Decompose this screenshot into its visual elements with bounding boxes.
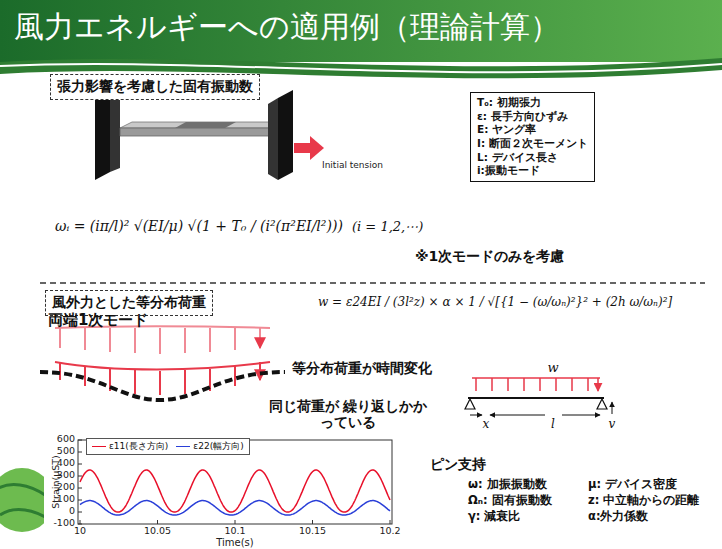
chart-legend: ε11(長さ方向) ε22(幅方向) [86, 438, 250, 455]
symbol-definition: α:外力係数 [588, 510, 649, 523]
section-divider [40, 282, 705, 284]
node-text: I: 断面２次モーメント [477, 137, 588, 151]
symbol-definition: γ: 減衰比 [468, 510, 520, 523]
node-text: E: ヤング率 [477, 123, 588, 137]
symbol-definition: ω: 加振振動数 [468, 478, 547, 491]
formula: ωᵢ = (iπ/l)² √(EI/μ) √(1 + T₀ / (i²(π²EI… [55, 218, 343, 234]
node-text: T₀: 初期張力 [477, 96, 588, 110]
node-text: 張力影響を考慮した固有振動数 [57, 78, 253, 96]
tick-label: -100 [53, 518, 75, 529]
symbol-definition: z: 中立軸からの距離 [588, 494, 699, 507]
legend-text: ε22(幅方向) [193, 440, 243, 453]
slide-title: 風力エネルギーへの適用例（理論計算） [14, 10, 560, 45]
tick-label: 600 [57, 434, 75, 445]
tension-device [95, 90, 324, 180]
arrow-label: Initial tension [322, 160, 383, 170]
note: ※1次モードのみを考慮 [415, 248, 564, 264]
node-text: ε: 長手方向ひずみ [477, 110, 588, 124]
axis-symbol: v [609, 418, 616, 432]
load-symbol: w [547, 361, 558, 376]
formula: w = ε24EI / (3l²z) × α × 1 / √[{1 − (ω/ω… [318, 296, 672, 310]
annotation: 同じ荷重が 繰り返しかかっている [268, 398, 428, 430]
axis-symbol: x [483, 418, 490, 432]
node-text: L: デバイス長さ [477, 151, 588, 165]
chart-curves [80, 470, 390, 515]
tick-label: 10 [74, 526, 86, 537]
header-band [0, 0, 722, 62]
tick-label: 10.05 [144, 526, 171, 537]
legend-entry: ε11(長さ方向) [92, 440, 168, 453]
legend-text: ε11(長さ方向) [109, 440, 168, 453]
support-label: ピン支持 [430, 456, 486, 472]
globe-lines [0, 485, 50, 520]
pin-beam [465, 378, 612, 415]
symbol-definition: Ωₙ: 固有振動数 [468, 494, 552, 507]
formula-note: (i = 1,2,⋯) [352, 220, 423, 235]
symbol-definition-box: T₀: 初期張力ε: 長手方向ひずみE: ヤング率I: 断面２次モーメントL: … [470, 92, 595, 182]
node-text: i:振動モード [477, 164, 588, 178]
tick-label: 10.1 [224, 526, 245, 537]
tick-label: 0 [69, 506, 75, 517]
axis-title: Strain(μST) [51, 455, 62, 508]
node-text: 風外力とした等分布荷重 [52, 294, 206, 312]
mode-label: 両端1次モード [48, 312, 148, 329]
load-illustration [40, 327, 285, 401]
legend-line-sample [92, 446, 106, 447]
chart-panel [44, 430, 400, 549]
section-heading-box: 張力影響を考慮した固有振動数 [50, 74, 260, 100]
header-line [0, 64, 722, 72]
legend-entry: ε22(幅方向) [176, 440, 243, 453]
legend-line-sample [176, 446, 190, 447]
tick-label: 10.2 [379, 526, 400, 537]
annotation: 等分布荷重が時間変化 [292, 360, 432, 376]
tick-label: 10.15 [299, 526, 326, 537]
symbol-definition: μ: デバイス密度 [588, 478, 677, 491]
length-symbol: l [551, 418, 555, 432]
axis-title: Time(s) [216, 537, 254, 549]
